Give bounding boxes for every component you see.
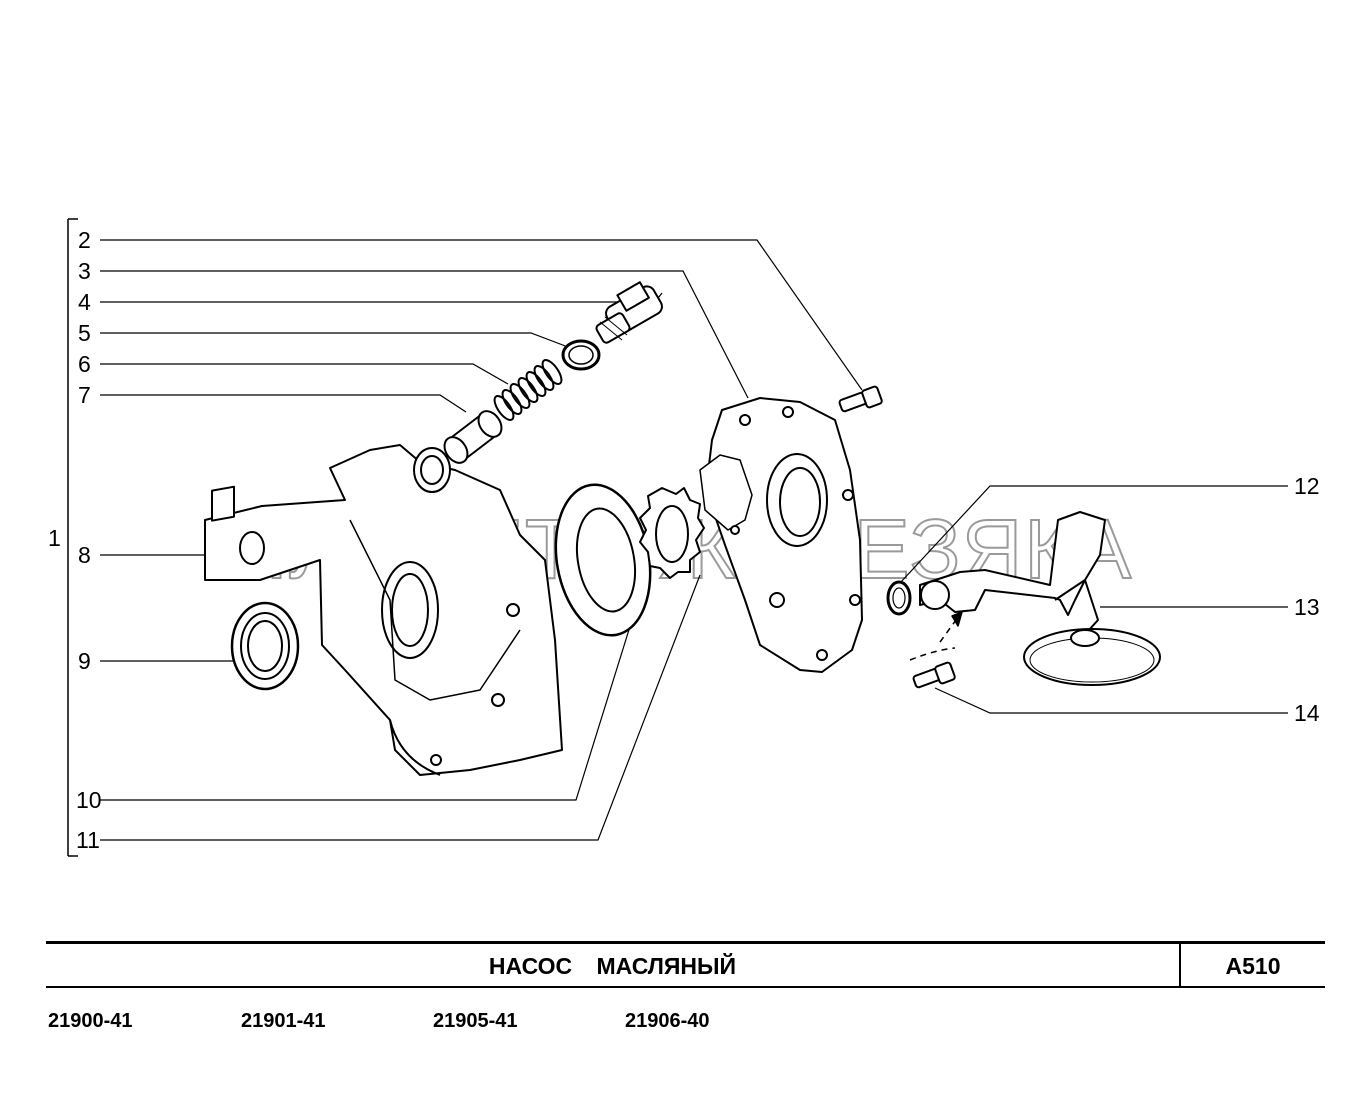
model-code: 21906-40 <box>625 1010 710 1032</box>
callout-label-9: 9 <box>78 648 91 674</box>
part-inner-gear <box>639 487 705 579</box>
callout-label-3: 3 <box>78 258 91 284</box>
callout-label-4: 4 <box>78 289 91 315</box>
callout-label-6: 6 <box>78 351 91 377</box>
leader-6 <box>100 363 509 385</box>
title-block: НАСОС МАСЛЯНЫЙ A510 <box>46 941 1325 988</box>
part-bolt-pickup <box>912 661 956 689</box>
callout-label-11: 11 <box>76 827 100 853</box>
callout-label-5: 5 <box>78 320 91 346</box>
part-oil-seal <box>230 601 300 691</box>
leader-10 <box>100 574 647 801</box>
part-oil-pickup <box>919 511 1161 686</box>
part-pump-housing <box>204 444 563 776</box>
callout-labels: 2 3 4 5 6 7 8 9 10 11 12 13 14 <box>76 227 1320 853</box>
title-divider <box>1179 944 1181 986</box>
leader-7 <box>100 394 467 413</box>
part-spring <box>493 359 563 421</box>
leader-4 <box>100 292 663 303</box>
callout-label-1: 1 <box>48 525 61 551</box>
callout-label-13: 13 <box>1294 594 1320 620</box>
leader-5 <box>100 332 569 348</box>
leader-11 <box>100 574 701 841</box>
leader-2 <box>100 239 863 391</box>
part-bolt-cover <box>838 385 883 413</box>
drawing-title: НАСОС МАСЛЯНЫЙ <box>488 953 737 979</box>
callout-label-7: 7 <box>78 382 91 408</box>
leader-3 <box>100 270 749 399</box>
model-code: 21900-41 <box>48 1010 133 1032</box>
callout-label-10: 10 <box>76 787 102 813</box>
leader-14 <box>934 687 1288 714</box>
assembly-arrow <box>909 611 963 661</box>
callout-label-2: 2 <box>78 227 91 253</box>
model-code: 21901-41 <box>241 1010 326 1032</box>
part-plug <box>595 281 663 344</box>
leader-12 <box>899 485 1288 584</box>
model-code: 21905-41 <box>433 1010 518 1032</box>
drawing-code: A510 <box>1225 953 1281 979</box>
part-piston <box>443 410 503 464</box>
model-list: 21900-41 21901-41 21905-41 21906-40 <box>48 1010 1048 1040</box>
part-pump-cover <box>699 397 863 673</box>
callout-label-8: 8 <box>78 542 91 568</box>
callout-label-14: 14 <box>1294 700 1320 726</box>
group-bracket <box>67 218 78 857</box>
callout-label-12: 12 <box>1294 473 1320 499</box>
parts <box>204 281 1161 776</box>
